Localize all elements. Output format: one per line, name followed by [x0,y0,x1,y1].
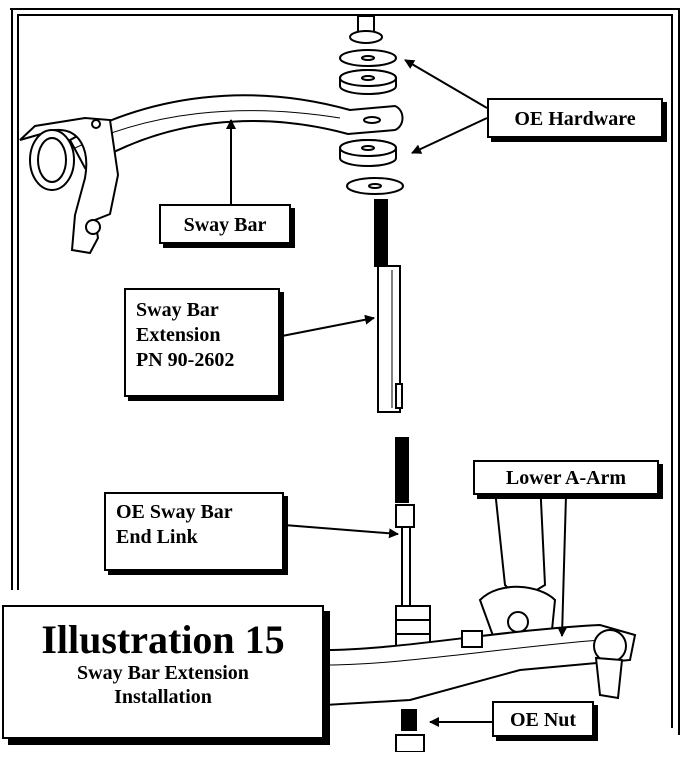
lower-a-arm-part [324,478,637,707]
sway-bar-label: Sway Bar [183,214,267,236]
end-link-label-line-1: OE Sway Bar [116,501,233,523]
oe-hardware-callout: OE Hardware [487,98,663,138]
illustration-title-box: Illustration 15 Sway Bar Extension Insta… [2,605,324,739]
oe-end-link-callout: OE Sway Bar End Link [104,492,284,571]
illustration-subtitle-line-2: Installation [114,686,212,708]
extension-label-line-1: Sway Bar [136,299,219,321]
extension-label-line-2: Extension [136,324,221,346]
illustration-subtitle-line-1: Sway Bar Extension [77,662,249,684]
oe-nut-callout: OE Nut [492,701,594,737]
oe-end-link-part [395,437,431,651]
sway-bar-extension-part [374,199,403,413]
oe-hardware-stack [339,15,404,195]
lower-a-arm-callout: Lower A-Arm [473,460,659,495]
extension-label-line-3: PN 90-2602 [136,349,235,371]
leader-lines [226,59,568,727]
sway-bar-extension-callout: Sway Bar Extension PN 90-2602 [124,288,280,397]
oe-hardware-label: OE Hardware [514,108,636,130]
sway-bar-part [19,94,404,255]
oe-nut-part [395,709,425,753]
sway-bar-callout: Sway Bar [159,204,291,244]
end-link-label-line-2: End Link [116,526,198,548]
oe-nut-label: OE Nut [509,709,577,731]
lower-a-arm-label: Lower A-Arm [505,467,627,489]
page-frame [10,8,680,735]
illustration-title: Illustration 15 [41,617,285,662]
